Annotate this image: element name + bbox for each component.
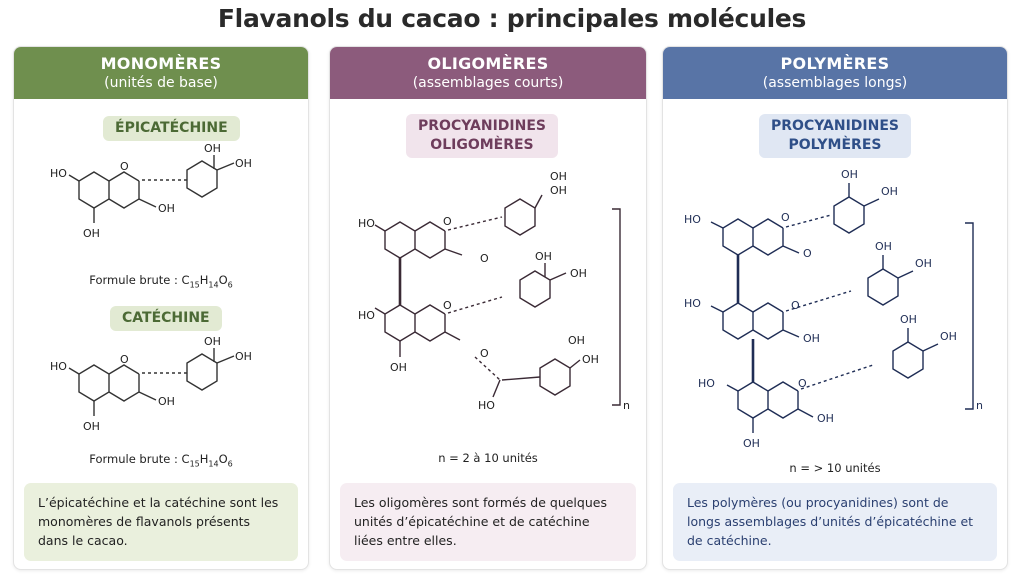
oli-oh-mid-2: OH xyxy=(570,267,587,280)
panel-title-oligomers: OLIGOMÈRES xyxy=(427,54,549,73)
oli-oh-mid-1: OH xyxy=(535,250,552,263)
panel-polymers: POLYMÈRES (assemblages longs) PROCYANIDI… xyxy=(662,46,1008,570)
poly-ho-3: HO xyxy=(698,377,715,390)
formula-epicatechin: Formule brute : C15H14O6 xyxy=(89,273,233,290)
description-oligomers: Les oligomères sont formés de quelques u… xyxy=(340,483,636,561)
cat-ho-left: HO xyxy=(50,360,67,373)
oli-oh-bottom: OH xyxy=(390,361,407,374)
poly-oh-2b: OH xyxy=(915,257,932,270)
cat-oh-bottom: OH xyxy=(83,420,100,433)
poly-oh-3b: OH xyxy=(940,330,957,343)
panel-title-polymers: POLYMÈRES xyxy=(780,54,890,73)
oli-oh-top-1: OH xyxy=(550,170,567,183)
poly-o-2: O xyxy=(803,247,812,260)
panel-header-monomers: MONOMÈRES (unités de base) xyxy=(14,47,308,99)
epi-ho-left: HO xyxy=(50,167,67,180)
poly-oh-3a: OH xyxy=(900,313,917,326)
oli-oh-side-2: OH xyxy=(582,353,599,366)
polymers-label-line1: PROCYANIDINES xyxy=(771,118,899,134)
epicatechin-structure xyxy=(68,155,235,223)
oli-ho-2: HO xyxy=(358,309,375,322)
oli-o-4: O xyxy=(480,347,489,360)
poly-o-1: O xyxy=(781,211,790,224)
monomer-structures: HO O OH OH OH OH HO O OH OH OH OH xyxy=(50,142,252,433)
panel-oligomers: OLIGOMÈRES (assemblages courts) PROCYANI… xyxy=(329,46,647,570)
panel-monomers: MONOMÈRES (unités de base) ÉPICATÉCHINE … xyxy=(13,46,309,570)
poly-n: n xyxy=(976,399,983,412)
molecule-label-oligomers: PROCYANIDINES OLIGOMÈRES xyxy=(406,114,558,158)
oli-o-3: O xyxy=(443,299,452,312)
poly-oh-2c: OH xyxy=(803,332,820,345)
molecule-label-catechin: CATÉCHINE xyxy=(110,306,222,331)
molecule-label-polymers: PROCYANIDINES POLYMÈRES xyxy=(759,114,911,158)
poly-oh-2a: OH xyxy=(875,240,892,253)
description-monomers: L’épicatéchine et la catéchine sont les … xyxy=(24,483,298,561)
count-oligomers: n = 2 à 10 unités xyxy=(438,451,538,465)
page-title: Flavanols du cacao : principales molécul… xyxy=(217,4,807,33)
oli-o-2: O xyxy=(480,252,489,265)
description-polymers: Les polymères (ou procyanidines) sont de… xyxy=(673,483,997,561)
panel-header-polymers: POLYMÈRES (assemblages longs) xyxy=(663,47,1007,99)
epi-oh-top: OH xyxy=(204,142,221,155)
formula-catechin: Formule brute : C15H14O6 xyxy=(89,452,233,469)
oli-n: n xyxy=(623,399,630,412)
poly-oh-bottom: OH xyxy=(743,437,760,450)
panel-title-monomers: MONOMÈRES xyxy=(100,54,222,73)
epi-oh-bottom: OH xyxy=(83,227,100,240)
panel-header-oligomers: OLIGOMÈRES (assemblages courts) xyxy=(330,47,646,99)
catechin-structure xyxy=(68,348,235,416)
panel-subtitle-oligomers: (assemblages courts) xyxy=(412,75,564,91)
poly-oh-1b: OH xyxy=(881,185,898,198)
oligomer-structure: HO O OH OH O OH OH HO O O OH OH OH HO n xyxy=(358,170,630,412)
molecule-label-epicatechin: ÉPICATÉCHINE xyxy=(103,116,240,141)
epi-o-ring: O xyxy=(120,160,129,173)
poly-o-3: O xyxy=(791,299,800,312)
poly-o-4: O xyxy=(798,377,807,390)
polymers-label-line2: POLYMÈRES xyxy=(788,137,882,153)
cat-oh-3: OH xyxy=(158,395,175,408)
oli-o-1: O xyxy=(443,215,452,228)
epi-oh-3: OH xyxy=(158,202,175,215)
panel-subtitle-monomers: (unités de base) xyxy=(104,75,218,91)
oli-ho-3: HO xyxy=(478,399,495,412)
epi-oh-right: OH xyxy=(235,157,252,170)
poly-oh-3c: OH xyxy=(817,412,834,425)
oli-ho-1: HO xyxy=(358,217,375,230)
polymer-structure: HO O OH OH O HO O OH OH OH OH OH HO O OH… xyxy=(684,168,983,450)
cat-o-ring: O xyxy=(120,353,129,366)
cat-oh-top: OH xyxy=(204,335,221,348)
cat-oh-right: OH xyxy=(235,350,252,363)
oli-oh-top-2: OH xyxy=(550,184,567,197)
poly-ho-2: HO xyxy=(684,297,701,310)
poly-oh-1a: OH xyxy=(841,168,858,181)
oli-oh-side-1: OH xyxy=(568,334,585,347)
poly-ho-1: HO xyxy=(684,213,701,226)
oligomers-label-line2: OLIGOMÈRES xyxy=(430,137,534,153)
panel-subtitle-polymers: (assemblages longs) xyxy=(762,75,908,91)
oligomers-label-line1: PROCYANIDINES xyxy=(418,118,546,134)
count-polymers: n = > 10 unités xyxy=(789,461,881,475)
